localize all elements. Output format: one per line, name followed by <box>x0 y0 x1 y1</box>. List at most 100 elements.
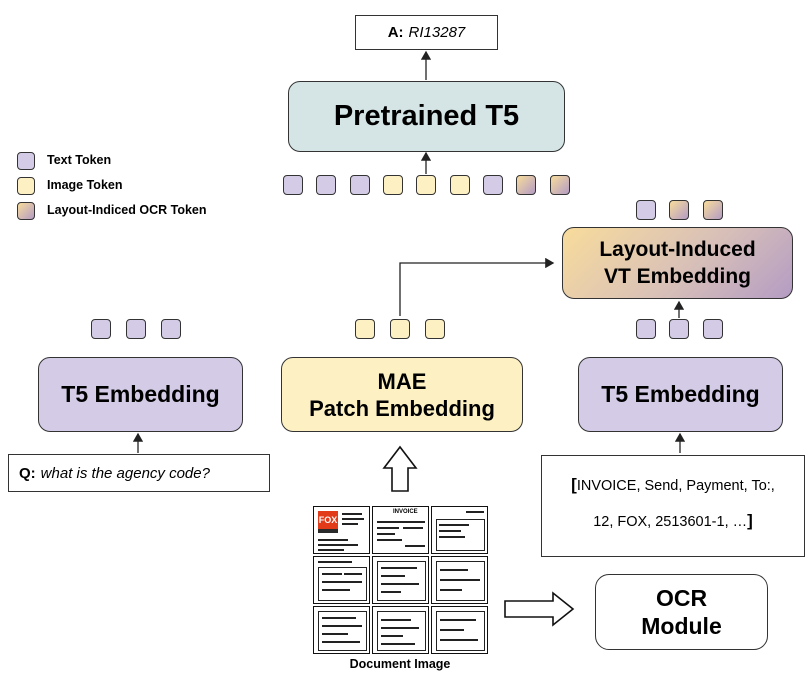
input-token-image <box>416 175 436 195</box>
doc-line <box>381 591 401 593</box>
doc-line <box>342 518 364 520</box>
doc-line <box>377 527 399 529</box>
legend-text-swatch <box>17 152 35 170</box>
t5-right-token <box>703 319 723 339</box>
doc-page-thumbnail <box>372 606 429 654</box>
mae-line1: MAE <box>377 368 427 394</box>
legend-text-label: Text Token <box>47 153 112 167</box>
answer-value: RI13287 <box>408 24 466 41</box>
doc-line <box>440 639 478 641</box>
doc-line <box>318 539 348 541</box>
doc-line <box>466 511 484 513</box>
doc-line <box>381 583 419 585</box>
input-token-text <box>316 175 336 195</box>
input-token-image <box>450 175 470 195</box>
mae-token <box>355 319 375 339</box>
mae-token <box>390 319 410 339</box>
doc-line <box>322 589 350 591</box>
layout-output-token-layout <box>669 200 689 220</box>
doc-line <box>440 629 464 631</box>
doc-line <box>322 617 356 619</box>
doc-line <box>322 625 362 627</box>
doc-table <box>377 611 426 651</box>
ocr-module-line2: Module <box>641 613 722 639</box>
t5-right-label: T5 Embedding <box>601 381 760 407</box>
input-token-layout <box>550 175 570 195</box>
input-token-text <box>483 175 503 195</box>
ocr-module-box: OCR Module <box>595 574 768 650</box>
ocr-text-line1: INVOICE, Send, Payment, To:, <box>576 478 775 494</box>
t5-right-token <box>636 319 656 339</box>
doc-line <box>342 513 362 515</box>
doc-line <box>344 573 362 575</box>
layout-vt-line2: VT Embedding <box>604 265 751 288</box>
doc-line <box>381 619 411 621</box>
doc-line <box>377 539 402 541</box>
doc-page-thumbnail: FOX <box>313 506 370 554</box>
question-box: Q: what is the agency code? <box>8 454 270 492</box>
doc-page-thumbnail <box>431 556 488 604</box>
doc-page-thumbnail: INVOICE <box>372 506 429 554</box>
input-token-image <box>383 175 403 195</box>
t5-embedding-right-box: T5 Embedding <box>578 357 783 432</box>
doc-line <box>322 573 342 575</box>
ocr-text-line2-row: 12, FOX, 2513601-1, …] <box>542 511 804 531</box>
doc-table <box>436 561 485 601</box>
doc-page-thumbnail <box>313 556 370 604</box>
doc-line <box>440 569 468 571</box>
pretrained-t5-label: Pretrained T5 <box>333 100 520 132</box>
doc-table <box>436 611 485 651</box>
pretrained-t5-box: Pretrained T5 <box>288 81 565 152</box>
doc-line <box>439 530 461 532</box>
legend-layout-swatch <box>17 202 35 220</box>
t5-embedding-left-box: T5 Embedding <box>38 357 243 432</box>
doc-page-thumbnail <box>313 606 370 654</box>
doc-line <box>440 589 462 591</box>
t5-left-token <box>126 319 146 339</box>
doc-line <box>322 633 348 635</box>
doc-line <box>439 524 469 526</box>
doc-line <box>381 643 415 645</box>
mae-token <box>425 319 445 339</box>
question-prefix: Q: <box>19 464 36 482</box>
ocr-text-line1-row: [INVOICE, Send, Payment, To:, <box>542 475 804 495</box>
legend-image-swatch <box>17 177 35 195</box>
layout-induced-vt-embedding-box: Layout-Induced VT Embedding <box>562 227 793 299</box>
doc-line <box>342 523 358 525</box>
mae-line2: Patch Embedding <box>309 395 495 421</box>
ocr-close-bracket: ] <box>747 511 753 530</box>
ocr-text-box: [INVOICE, Send, Payment, To:, 12, FOX, 2… <box>541 455 805 557</box>
logo-banner <box>318 529 338 533</box>
input-token-text <box>283 175 303 195</box>
doc-line <box>440 579 480 581</box>
document-caption: Document Image <box>349 657 451 671</box>
document-image: FOX INVOICE <box>313 506 488 656</box>
ocr-open-bracket: [ <box>571 475 577 494</box>
layout-output-token-layout <box>703 200 723 220</box>
ocr-module-line1: OCR <box>655 585 708 611</box>
doc-page-thumbnail <box>431 506 488 554</box>
doc-table <box>318 611 367 651</box>
t5-left-token <box>161 319 181 339</box>
answer-prefix: A: <box>387 24 404 41</box>
doc-line <box>381 567 417 569</box>
hollow-up-arrow <box>382 445 418 492</box>
doc-line <box>381 635 403 637</box>
doc-line <box>318 549 344 551</box>
doc-line <box>322 581 362 583</box>
doc-line <box>377 533 395 535</box>
legend-image-label: Image Token <box>47 178 123 192</box>
t5-right-token <box>669 319 689 339</box>
arrow-mae-to-layout <box>399 257 555 316</box>
legend-layout-label: Layout-Indiced OCR Token <box>47 203 207 217</box>
doc-line <box>405 545 425 547</box>
doc-page-thumbnail <box>372 556 429 604</box>
t5-left-label: T5 Embedding <box>61 381 220 407</box>
t5-left-token <box>91 319 111 339</box>
fox-logo-text: FOX <box>318 515 338 525</box>
doc-line <box>318 544 358 546</box>
doc-line <box>318 561 352 563</box>
layout-vt-line1: Layout-Induced <box>599 238 756 261</box>
doc-line <box>381 627 419 629</box>
